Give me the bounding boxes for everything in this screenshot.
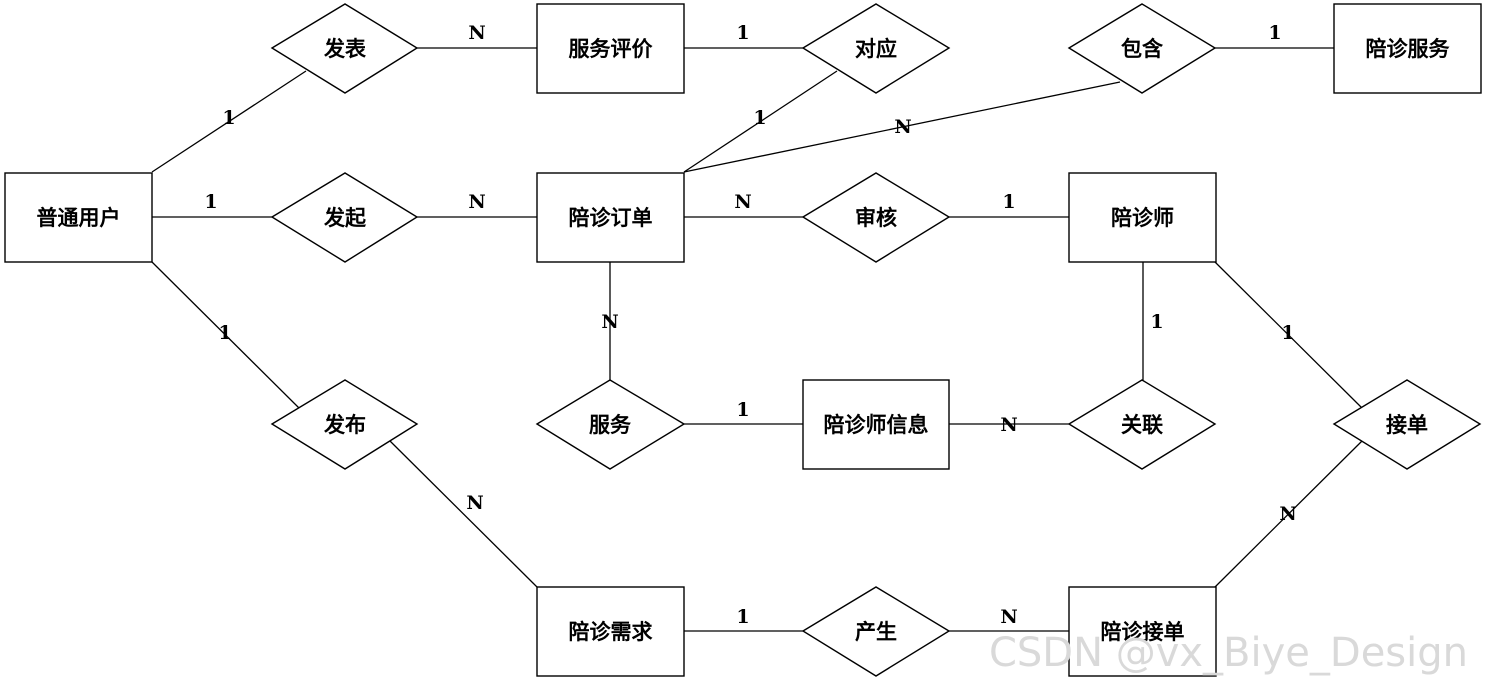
card-demand-generate: 1 xyxy=(736,606,749,628)
card-review-correspond: 1 xyxy=(736,22,749,44)
card-initiate-order: N xyxy=(468,191,485,213)
edge-post-demand xyxy=(389,440,538,588)
entity-service-review: 服务评价 xyxy=(536,3,685,94)
entity-escort-order: 陪诊订单 xyxy=(536,172,685,263)
entity-label: 陪诊师 xyxy=(1111,205,1174,230)
edge-accept-record xyxy=(1214,440,1363,588)
relationship-label: 发布 xyxy=(323,412,366,437)
card-escort-associate: 1 xyxy=(1150,311,1163,333)
card-order-contain: N xyxy=(894,116,911,138)
relationship-initiate: 发起 xyxy=(270,172,419,263)
card-order-audit: N xyxy=(734,191,751,213)
cardinality-labels: 1 N 1 1 N 1 1 N N 1 N 1 N 1 1 N 1 N 1 N xyxy=(204,22,1296,628)
relationship-contain: 包含 xyxy=(1067,3,1217,94)
card-post-demand: N xyxy=(466,492,483,514)
edge-user-post xyxy=(151,261,300,409)
card-publish-review: N xyxy=(468,22,485,44)
card-contain-service: 1 xyxy=(1268,22,1281,44)
relationship-label: 对应 xyxy=(855,36,897,61)
connectors xyxy=(151,47,1363,632)
card-generate-record: N xyxy=(1000,606,1017,628)
entity-label: 普通用户 xyxy=(37,205,121,230)
relationship-label: 关联 xyxy=(1121,412,1163,437)
relationship-label: 发表 xyxy=(323,36,367,61)
relationship-accept: 接单 xyxy=(1332,379,1482,470)
entity-label: 陪诊师信息 xyxy=(824,412,929,437)
entity-label: 陪诊订单 xyxy=(569,205,653,230)
card-serve-info: 1 xyxy=(736,399,749,421)
card-order-correspond: 1 xyxy=(753,107,766,129)
relationship-label: 发起 xyxy=(323,205,367,230)
entity-label: 服务评价 xyxy=(569,36,654,61)
card-user-post: 1 xyxy=(218,322,231,344)
edge-order-correspond xyxy=(683,70,838,173)
card-info-associate: N xyxy=(1000,414,1017,436)
relationship-serve: 服务 xyxy=(535,379,686,470)
relationship-associate: 关联 xyxy=(1067,379,1217,470)
entity-label: 陪诊需求 xyxy=(569,619,653,644)
relationship-label: 产生 xyxy=(855,619,897,644)
edge-escort-accept xyxy=(1214,261,1363,409)
card-order-serve: N xyxy=(601,311,618,333)
card-user-initiate: 1 xyxy=(204,191,217,213)
relationship-label: 接单 xyxy=(1386,412,1428,437)
entity-normal-user: 普通用户 xyxy=(4,172,153,263)
entity-escort-service: 陪诊服务 xyxy=(1333,3,1482,94)
card-audit-escort: 1 xyxy=(1002,191,1015,213)
entity-escort-demand: 陪诊需求 xyxy=(536,586,685,677)
entity-escort: 陪诊师 xyxy=(1068,172,1217,263)
edge-user-publish xyxy=(151,70,307,173)
card-accept-record: N xyxy=(1279,503,1296,525)
edge-order-contain xyxy=(683,81,1121,173)
entity-escort-info: 陪诊师信息 xyxy=(802,379,950,470)
relationship-label: 包含 xyxy=(1121,36,1164,61)
entity-label: 陪诊接单 xyxy=(1101,619,1185,644)
relationship-audit: 审核 xyxy=(801,172,951,263)
entity-escort-accept: 陪诊接单 xyxy=(1068,586,1217,677)
relationship-correspond: 对应 xyxy=(801,3,951,94)
relationship-label: 审核 xyxy=(855,205,897,230)
relationship-publish-review: 发表 xyxy=(270,3,419,94)
card-user-publish: 1 xyxy=(222,107,235,129)
card-escort-accept-rel: 1 xyxy=(1281,322,1294,344)
relationship-generate: 产生 xyxy=(801,586,951,677)
relationship-label: 服务 xyxy=(589,412,632,437)
entity-label: 陪诊服务 xyxy=(1366,36,1451,61)
watermark: CSDN @vx_Biye_Design xyxy=(989,630,1468,676)
relationship-post: 发布 xyxy=(270,379,419,470)
